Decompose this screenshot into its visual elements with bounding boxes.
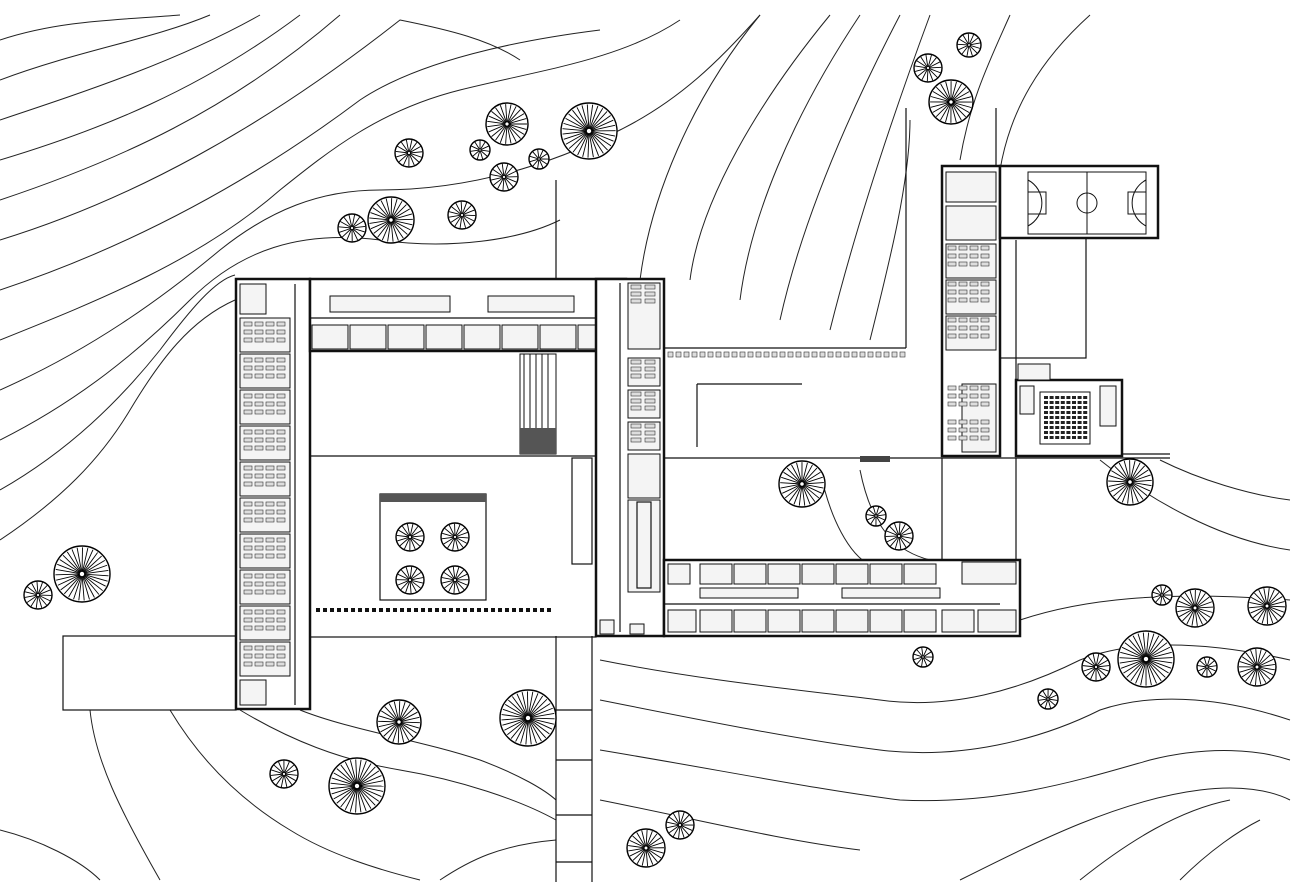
tree-symbol — [328, 757, 386, 815]
classroom-furniture — [243, 245, 990, 667]
tree-symbol — [928, 79, 974, 125]
basketball-court — [998, 164, 1160, 240]
north-wing — [308, 277, 628, 353]
tree-symbol — [528, 148, 550, 170]
tree-symbol — [665, 810, 695, 840]
auditorium — [1014, 378, 1124, 458]
tree-symbol — [269, 759, 299, 789]
tree-symbol — [367, 196, 415, 244]
tree-symbol — [1106, 458, 1154, 506]
tree-symbol — [469, 139, 491, 161]
tree-symbol — [1081, 652, 1111, 682]
tree-symbol — [626, 828, 666, 868]
tree-symbol — [395, 522, 425, 552]
courtyard-seating-row — [316, 608, 551, 612]
tree-symbol — [489, 162, 519, 192]
tree-symbol — [1037, 688, 1059, 710]
tree-symbol — [912, 646, 934, 668]
central-courtyard — [309, 350, 597, 638]
tree-symbol — [376, 699, 422, 745]
tree-symbol — [1247, 586, 1287, 626]
tree-symbol — [1196, 656, 1218, 678]
tree-symbol — [560, 102, 618, 160]
tree-symbol — [778, 460, 826, 508]
tree-symbol — [337, 213, 367, 243]
tree-symbol — [485, 102, 529, 146]
planter-bench — [380, 494, 486, 502]
tree-symbols — [23, 32, 1287, 868]
tree-symbol — [1117, 630, 1175, 688]
tree-symbol — [1151, 584, 1173, 606]
tree-symbol — [394, 138, 424, 168]
tree-symbol — [440, 565, 470, 595]
grandstand — [519, 353, 557, 455]
tree-symbol — [53, 545, 111, 603]
tree-symbol — [956, 32, 982, 58]
north-east-wing — [940, 108, 1170, 458]
south-east-wing — [662, 558, 1022, 638]
tree-symbol — [440, 522, 470, 552]
tree-symbol — [1237, 647, 1277, 687]
covered-walkway — [555, 108, 1170, 560]
tree-symbol — [23, 580, 53, 610]
tree-symbol — [913, 53, 943, 83]
east-wing — [594, 277, 666, 638]
tree-symbol — [865, 505, 887, 527]
tree-symbol — [447, 200, 477, 230]
tree-symbol — [395, 565, 425, 595]
tree-symbol — [499, 689, 557, 747]
tree-symbol — [1175, 588, 1215, 628]
walkway-bench-row — [667, 351, 906, 358]
tree-symbol — [884, 521, 914, 551]
south-entrance-path — [555, 636, 593, 882]
